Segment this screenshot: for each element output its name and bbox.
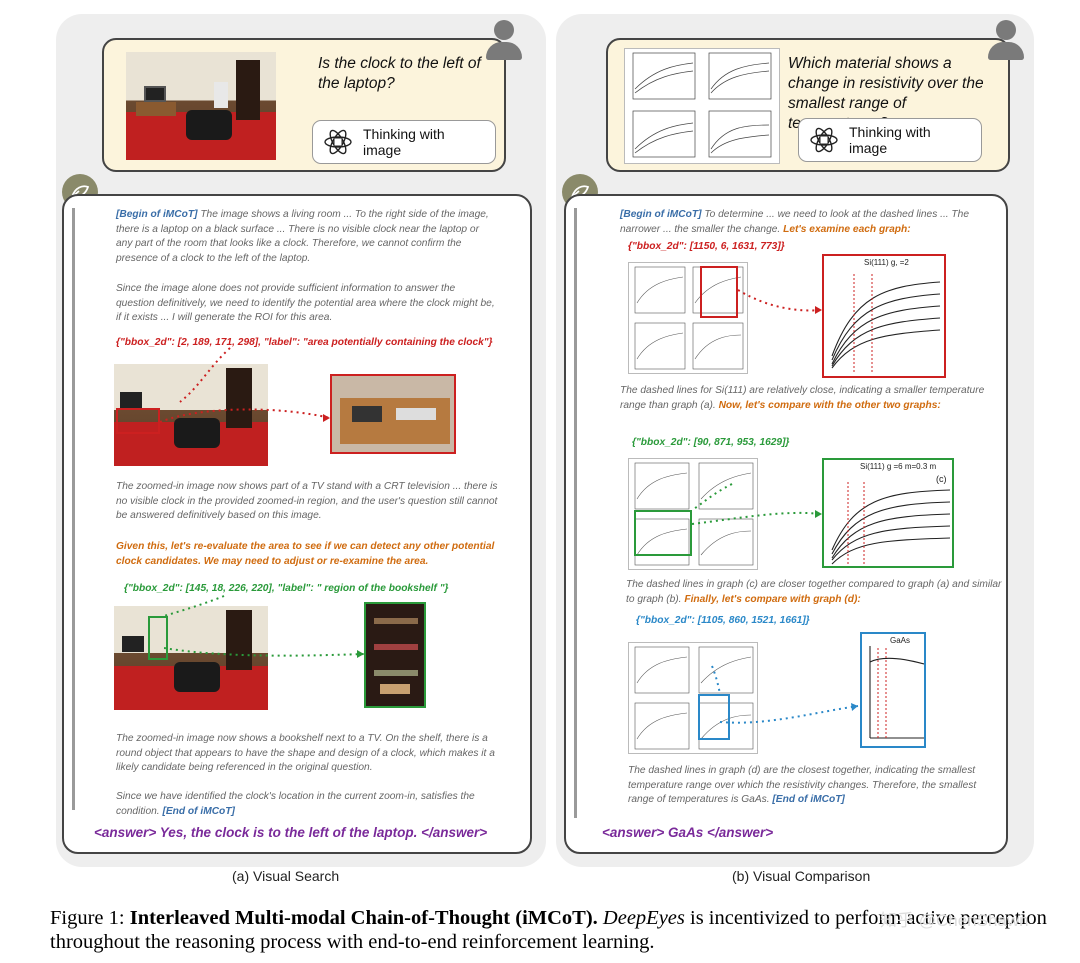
zoom2-label: (c) xyxy=(936,474,947,484)
reasoning-box: [Begin of iMCoT] To determine ... we nee… xyxy=(564,194,1008,854)
atom-icon xyxy=(810,127,838,153)
end-tag: [End of iMCoT] xyxy=(162,805,235,817)
roi-box-green xyxy=(148,616,168,660)
bbox-2: {"bbox_2d": [145, 18, 226, 220], "label"… xyxy=(124,583,449,594)
reasoning-step-3: The zoomed-in image now shows part of a … xyxy=(116,481,498,522)
room-image-2 xyxy=(114,606,268,710)
panel-visual-comparison: Which material shows a change in resisti… xyxy=(556,14,1034,867)
step-4-text: The dashed lines in graph (d) are the cl… xyxy=(628,765,977,806)
thinking-with-image-button[interactable]: Thinking with image xyxy=(312,120,496,164)
figure-caption: Figure 1: Interleaved Multi-modal Chain-… xyxy=(50,906,1050,954)
zoom-image-bookshelf xyxy=(364,602,426,708)
user-icon xyxy=(986,20,1026,60)
zoom-graph-si111-c: Si(111) g =6 m=0.3 m (c) xyxy=(822,458,954,568)
zoom-arrow-green xyxy=(691,483,823,525)
zoom-graph-si111-a: Si(111) g, =2 xyxy=(822,254,946,378)
reasoning-step-6: Since we have identified the clock's loc… xyxy=(116,790,506,819)
step-1-text: To determine ... we need to look at the … xyxy=(620,209,969,235)
graphs-thumbnail xyxy=(624,48,780,164)
roi-box-red xyxy=(700,266,738,318)
zoom2-title: Si(111) g =6 m=0.3 m xyxy=(860,462,937,471)
figure-model-name: DeepEyes xyxy=(602,907,685,929)
question-box: Is the clock to the left of the laptop? … xyxy=(102,38,506,172)
reasoning-bar xyxy=(72,208,75,810)
step-6-text: Since we have identified the clock's loc… xyxy=(116,791,475,817)
reasoning-step-2: The dashed lines for Si(111) are relativ… xyxy=(620,384,990,413)
graph-grid-2 xyxy=(628,458,758,570)
reasoning-box: [Begin of iMCoT] The image shows a livin… xyxy=(62,194,532,854)
reasoning-step-1: [Begin of iMCoT] The image shows a livin… xyxy=(116,208,496,266)
step-2-emph: Now, let's compare with the other two gr… xyxy=(718,399,941,411)
step-3-text: The dashed lines in graph (c) are closer… xyxy=(626,579,1002,605)
user-icon xyxy=(484,20,524,60)
zoom1-title: Si(111) g, =2 xyxy=(864,258,909,267)
watermark: 知乎 @ChenShawn xyxy=(880,911,1029,930)
zoom-arrow-green xyxy=(164,595,365,658)
living-room-thumbnail xyxy=(126,52,276,160)
bbox-1: {"bbox_2d": [2, 189, 171, 298], "label":… xyxy=(116,337,493,348)
begin-tag: [Begin of iMCoT] xyxy=(620,209,702,220)
thinking-label: Thinking with image xyxy=(363,126,445,158)
reasoning-bar xyxy=(574,208,577,818)
reasoning-step-1: [Begin of iMCoT] To determine ... we nee… xyxy=(620,208,990,237)
bbox-2: {"bbox_2d": [90, 871, 953, 1629]} xyxy=(632,437,790,448)
step-3-emph: Finally, let's compare with graph (d): xyxy=(684,593,861,605)
bbox-3: {"bbox_2d": [1105, 860, 1521, 1661]} xyxy=(636,615,810,626)
step-1-emph: Let's examine each graph: xyxy=(783,223,911,235)
room-image-1 xyxy=(114,364,268,466)
zoom3-title: GaAs xyxy=(890,636,911,645)
reasoning-step-5: The zoomed-in image now shows a bookshel… xyxy=(116,733,495,774)
thinking-with-image-button[interactable]: Thinking with image xyxy=(798,118,982,162)
begin-tag: [Begin of iMCoT] xyxy=(116,209,198,220)
reasoning-step-4: Given this, let's re-evaluate the area t… xyxy=(116,541,495,567)
question-box: Which material shows a change in resisti… xyxy=(606,38,1010,172)
caption-b: (b) Visual Comparison xyxy=(732,868,871,884)
zoom-graph-gaas: GaAs xyxy=(860,632,926,748)
step-1-text: The image shows a living room ... To the… xyxy=(116,209,489,264)
graph-grid-1 xyxy=(628,262,748,374)
zoom-arrow-blue xyxy=(711,665,859,724)
caption-a: (a) Visual Search xyxy=(232,868,340,884)
end-tag: [End of iMCoT] xyxy=(772,794,845,806)
zoom-arrow-red xyxy=(160,347,331,423)
step-2-text: The dashed lines for Si(111) are relativ… xyxy=(620,385,985,411)
zoom-arrow-red xyxy=(738,289,823,314)
panel-visual-search: Is the clock to the left of the laptop? … xyxy=(56,14,546,867)
figure-rest: is incentivized to perform active percep… xyxy=(50,907,1047,953)
roi-box-blue xyxy=(698,694,730,740)
roi-box-green xyxy=(634,510,692,556)
reasoning-step-4: The dashed lines in graph (d) are the cl… xyxy=(628,764,998,808)
zoom-image-tv-stand xyxy=(330,374,456,454)
thinking-label: Thinking with image xyxy=(849,124,931,156)
question-text: Is the clock to the left of the laptop? xyxy=(318,55,481,92)
bbox-1: {"bbox_2d": [1150, 6, 1631, 773]} xyxy=(628,241,785,252)
answer: <answer> Yes, the clock is to the left o… xyxy=(94,825,488,840)
reasoning-step-2: Since the image alone does not provide s… xyxy=(116,283,495,324)
roi-box-red xyxy=(116,408,160,434)
atom-icon xyxy=(324,129,352,155)
figure-title: Interleaved Multi-modal Chain-of-Thought… xyxy=(129,907,598,929)
answer: <answer> GaAs </answer> xyxy=(602,825,774,840)
figure-label: Figure 1: xyxy=(50,907,125,929)
reasoning-step-3: The dashed lines in graph (c) are closer… xyxy=(626,578,1006,607)
